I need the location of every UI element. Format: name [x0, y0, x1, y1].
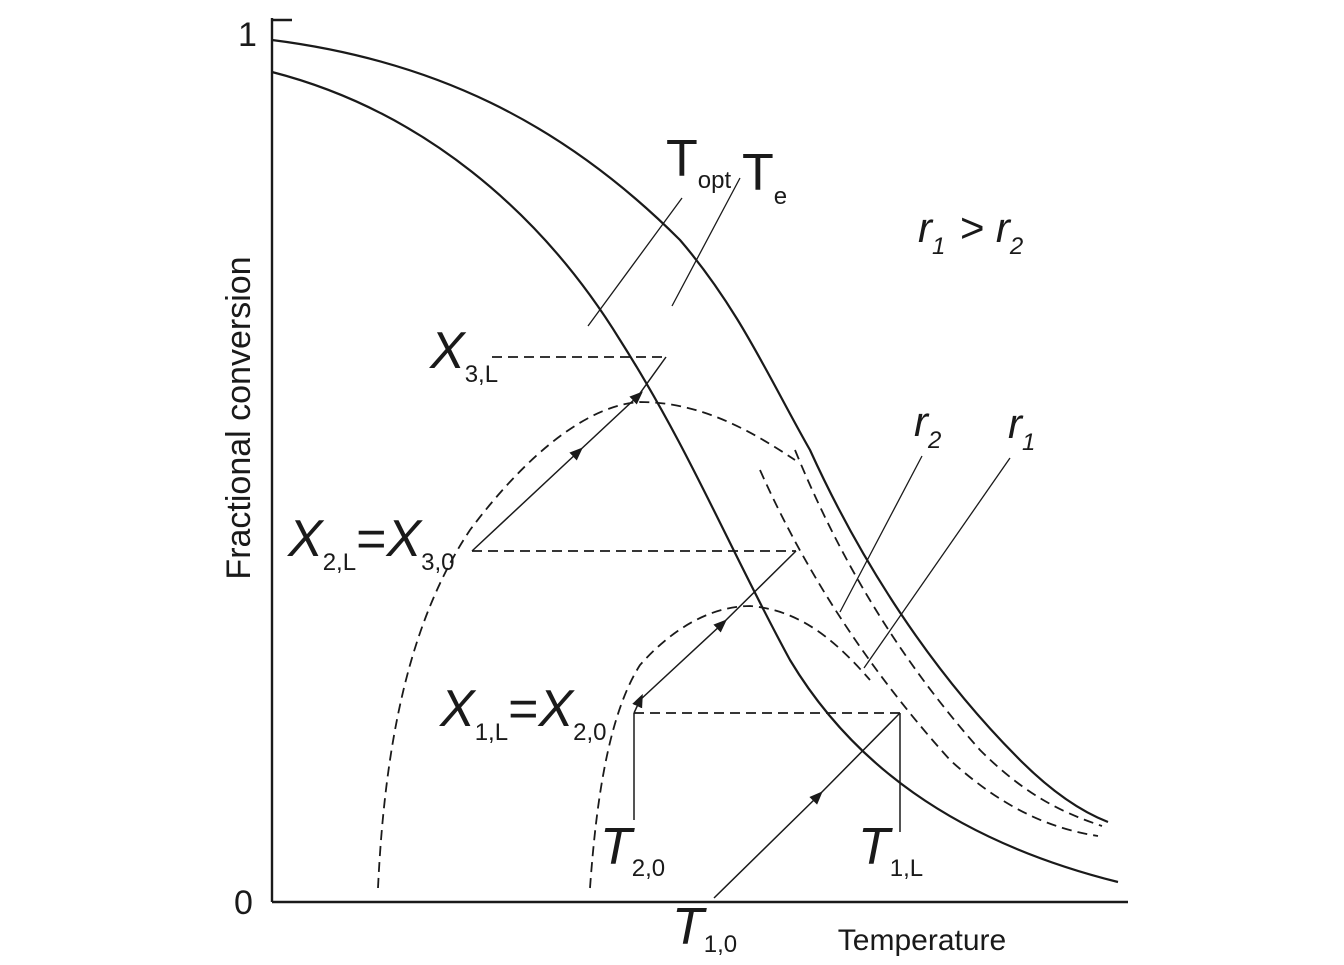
rate-dome-bed-3 — [377, 401, 796, 889]
rate-dome-bed-2 — [589, 605, 871, 889]
label-t-opt: Topt — [666, 130, 731, 194]
equilibrium-curve-te — [271, 38, 1109, 824]
bed-2-adiabatic-line-c — [721, 550, 797, 625]
bed-1-adiabatic-line — [713, 795, 819, 899]
bed-2-adiabatic-line-b — [639, 619, 727, 701]
label-t10: T1,0 — [672, 898, 737, 958]
label-t-e: Te — [742, 144, 787, 210]
bed-3-adiabatic-line-a — [471, 447, 583, 552]
optimum-curve-topt — [271, 70, 1119, 884]
bed-2-adiabatic-line-a — [632, 693, 643, 714]
leader-te — [671, 177, 741, 307]
y-tick-label-top: 1 — [238, 16, 257, 54]
leader-r1 — [863, 457, 1011, 669]
label-r2: r2 — [914, 398, 941, 454]
y-tick-label-bottom: 0 — [234, 884, 253, 922]
leader-r2 — [839, 455, 923, 613]
x-axis-title: Temperature — [838, 924, 1006, 957]
leader-topt — [587, 197, 683, 327]
bed-3-adiabatic-line-c — [637, 356, 667, 397]
label-t1l: T1,L — [858, 818, 923, 882]
label-x1l-eq-x20: X1,L=X2,0 — [439, 680, 607, 746]
y-axis-title: Fractional conversion — [220, 256, 258, 579]
rate-contour-r1 — [759, 469, 1099, 837]
rate-contour-r2 — [794, 449, 1103, 827]
label-t20: T2,0 — [600, 818, 665, 882]
label-rate-relation: r1>r2 — [918, 204, 1023, 260]
label-x3l: X3,L — [429, 322, 498, 388]
bed-1-adiabatic-line-end — [809, 712, 901, 805]
label-x2l-eq-x30: X2,L=X3,0 — [287, 510, 455, 576]
label-r1: r1 — [1008, 400, 1035, 456]
bed-3-adiabatic-line-b — [577, 391, 643, 453]
